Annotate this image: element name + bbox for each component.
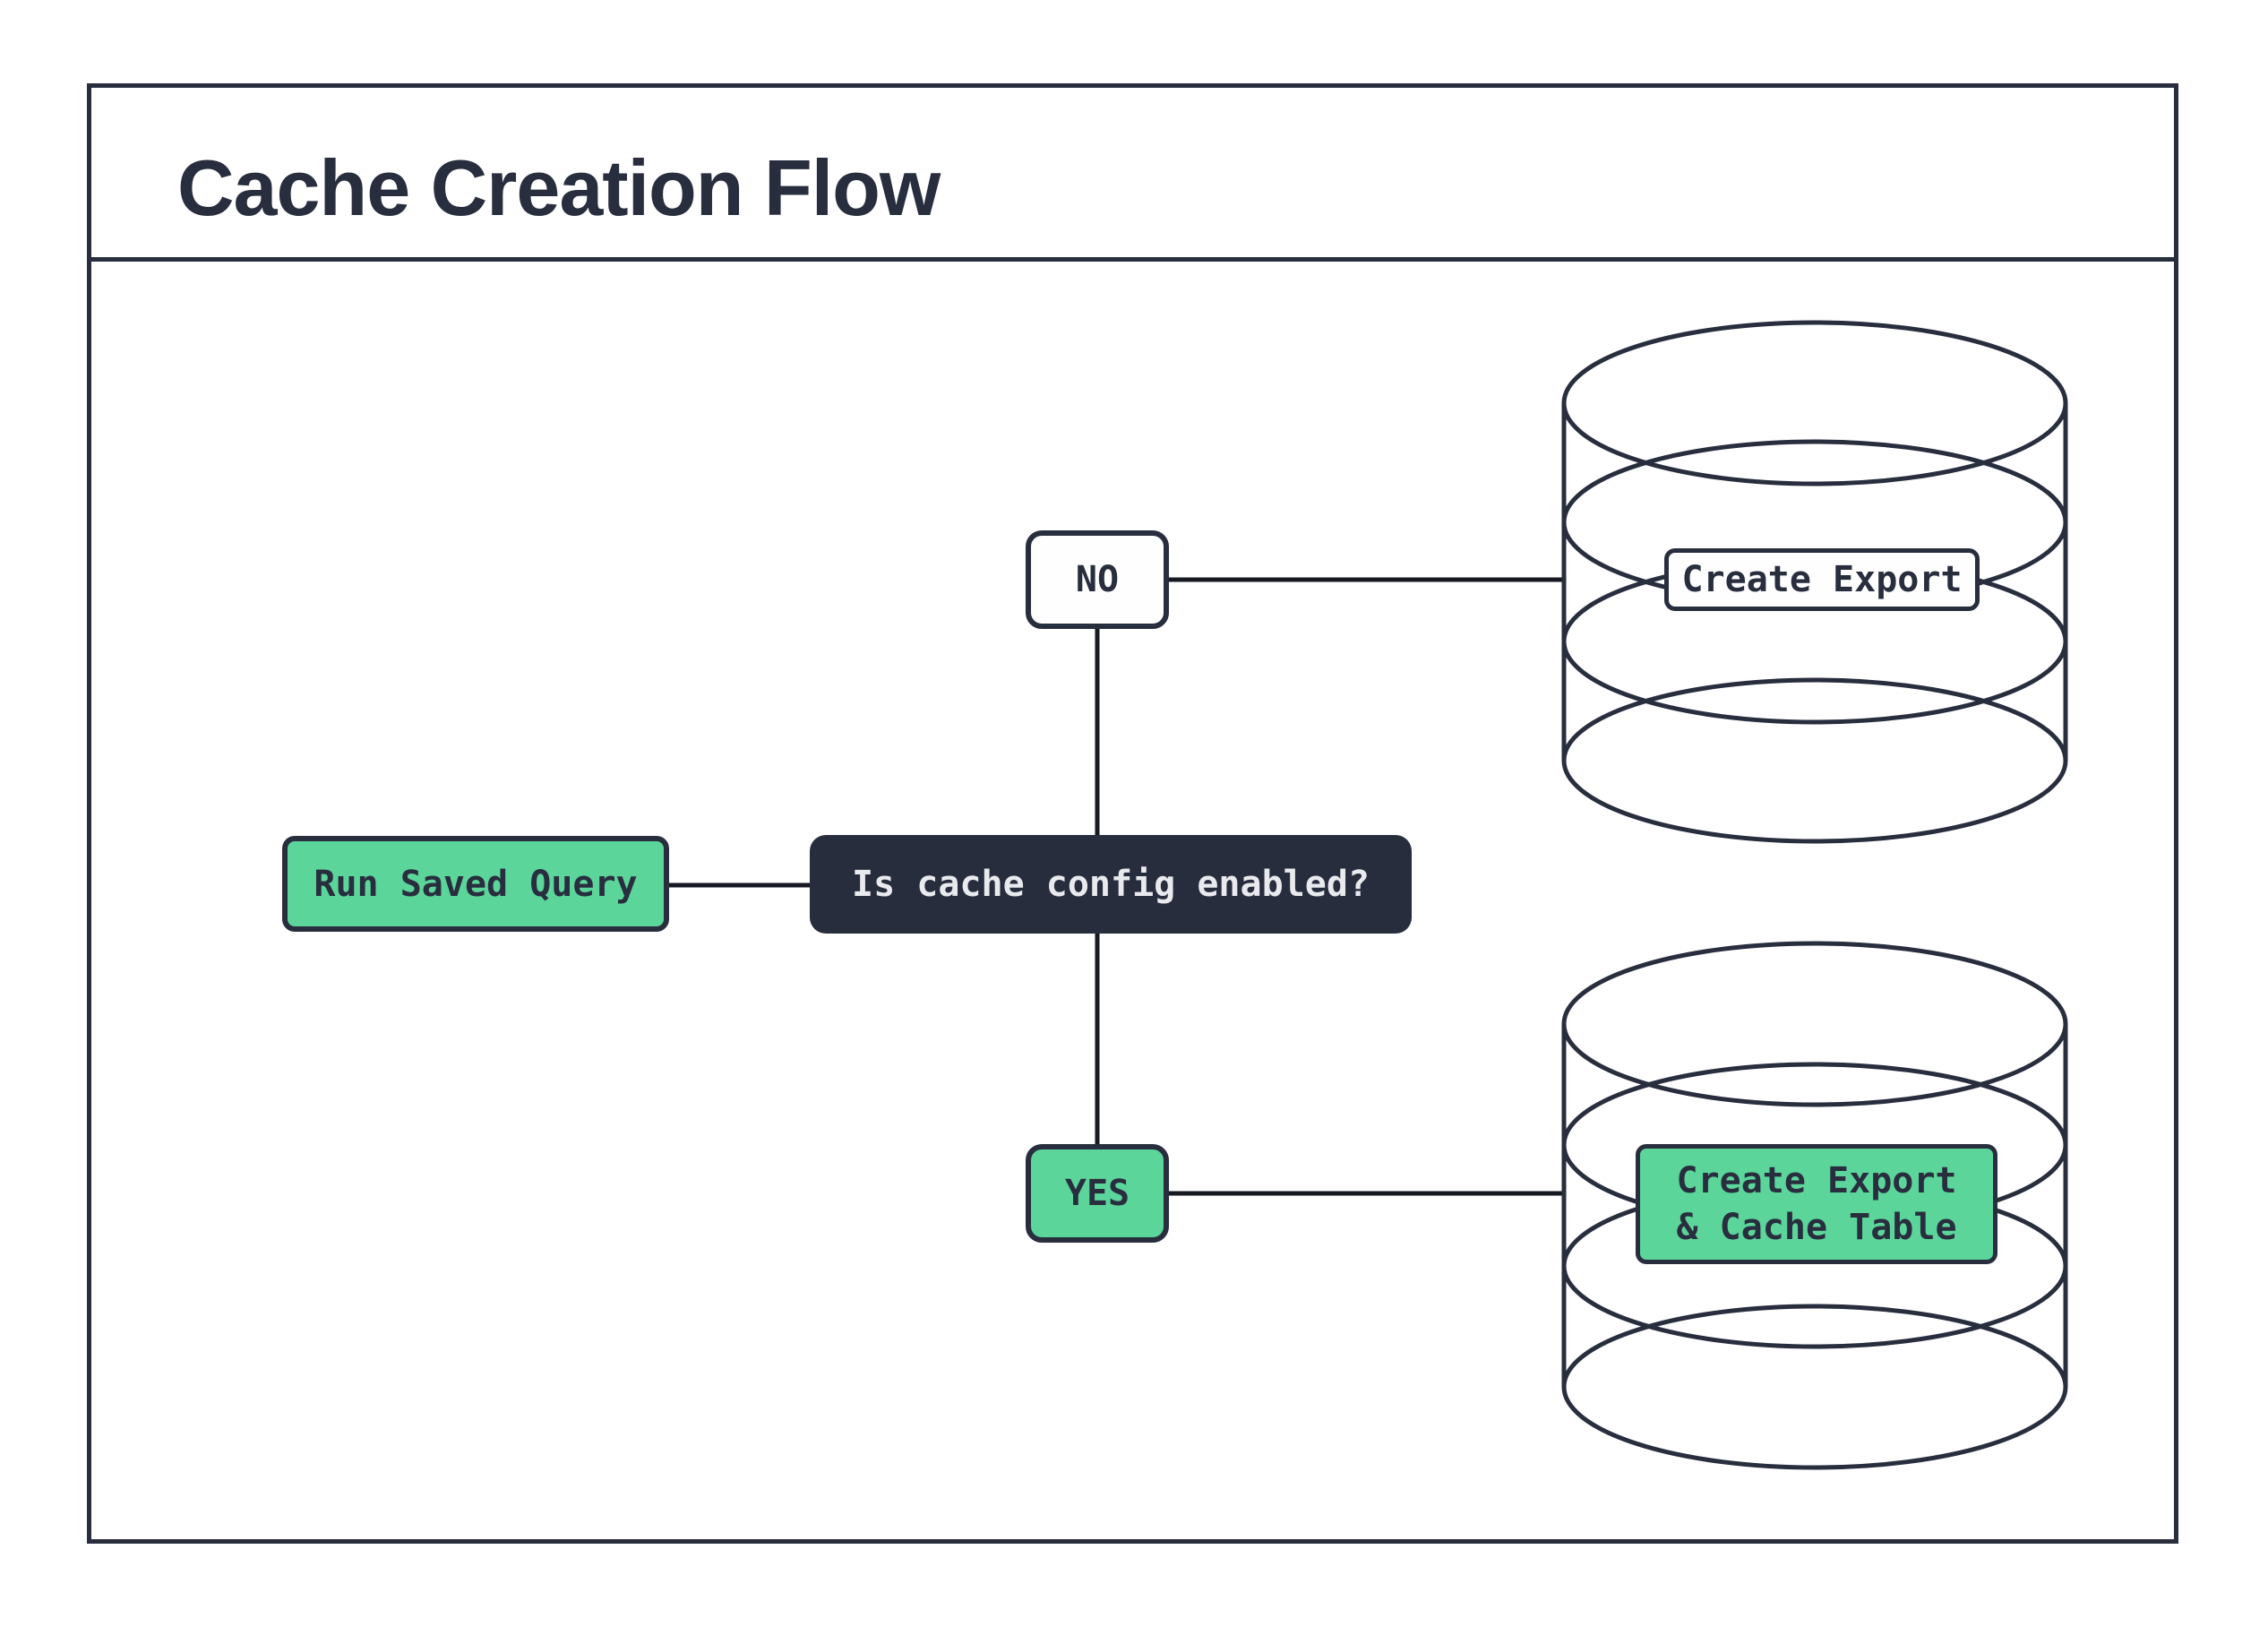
diagram-frame: Cache Creation Flow	[87, 83, 2178, 1544]
node-decision-cache-config: Is cache config enabled?	[810, 835, 1412, 934]
node-no-badge: NO	[1026, 530, 1169, 629]
create-export-cache-line2: & Cache Table	[1676, 1207, 1957, 1248]
node-create-export-cache-label: Create Export & Cache Table	[1636, 1144, 1997, 1264]
page-title: Cache Creation Flow	[177, 142, 941, 232]
node-no-label: NO	[1075, 559, 1120, 600]
create-export-cache-line1: Create Export	[1676, 1160, 1957, 1201]
node-decision-label: Is cache config enabled?	[852, 864, 1370, 905]
diagram-header: Cache Creation Flow	[91, 88, 2174, 262]
node-yes-badge: YES	[1026, 1144, 1169, 1243]
create-export-label-text: Create Export	[1681, 559, 1963, 600]
node-yes-label: YES	[1064, 1173, 1130, 1214]
node-run-saved-query-label: Run Saved Query	[314, 863, 638, 905]
node-run-saved-query: Run Saved Query	[282, 836, 669, 932]
node-create-export-label: Create Export	[1664, 548, 1980, 611]
